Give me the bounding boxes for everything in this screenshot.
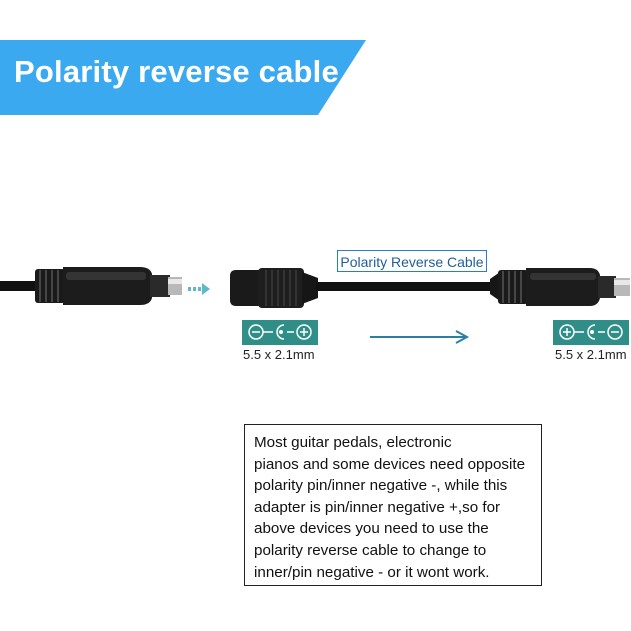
right-dimension-label: 5.5 x 2.1mm <box>555 347 627 362</box>
left-cable-wire <box>0 281 40 291</box>
female-jack-connector <box>230 268 318 308</box>
left-male-plug <box>35 267 182 305</box>
page-title: Polarity reverse cable <box>14 54 339 89</box>
cable-label: Polarity Reverse Cable <box>337 250 487 272</box>
left-dimension-label: 5.5 x 2.1mm <box>243 347 315 362</box>
polarity-badge-left <box>242 320 318 345</box>
paragraph-wrap-frame <box>244 424 542 586</box>
right-male-plug <box>490 268 630 306</box>
connect-arrow <box>188 283 210 295</box>
direction-arrow <box>370 330 470 344</box>
title-banner <box>0 40 366 115</box>
middle-cable-wire <box>316 282 496 291</box>
polarity-badge-right <box>553 320 629 345</box>
description-text: Most guitar pedals, electronic pianos an… <box>254 434 526 581</box>
